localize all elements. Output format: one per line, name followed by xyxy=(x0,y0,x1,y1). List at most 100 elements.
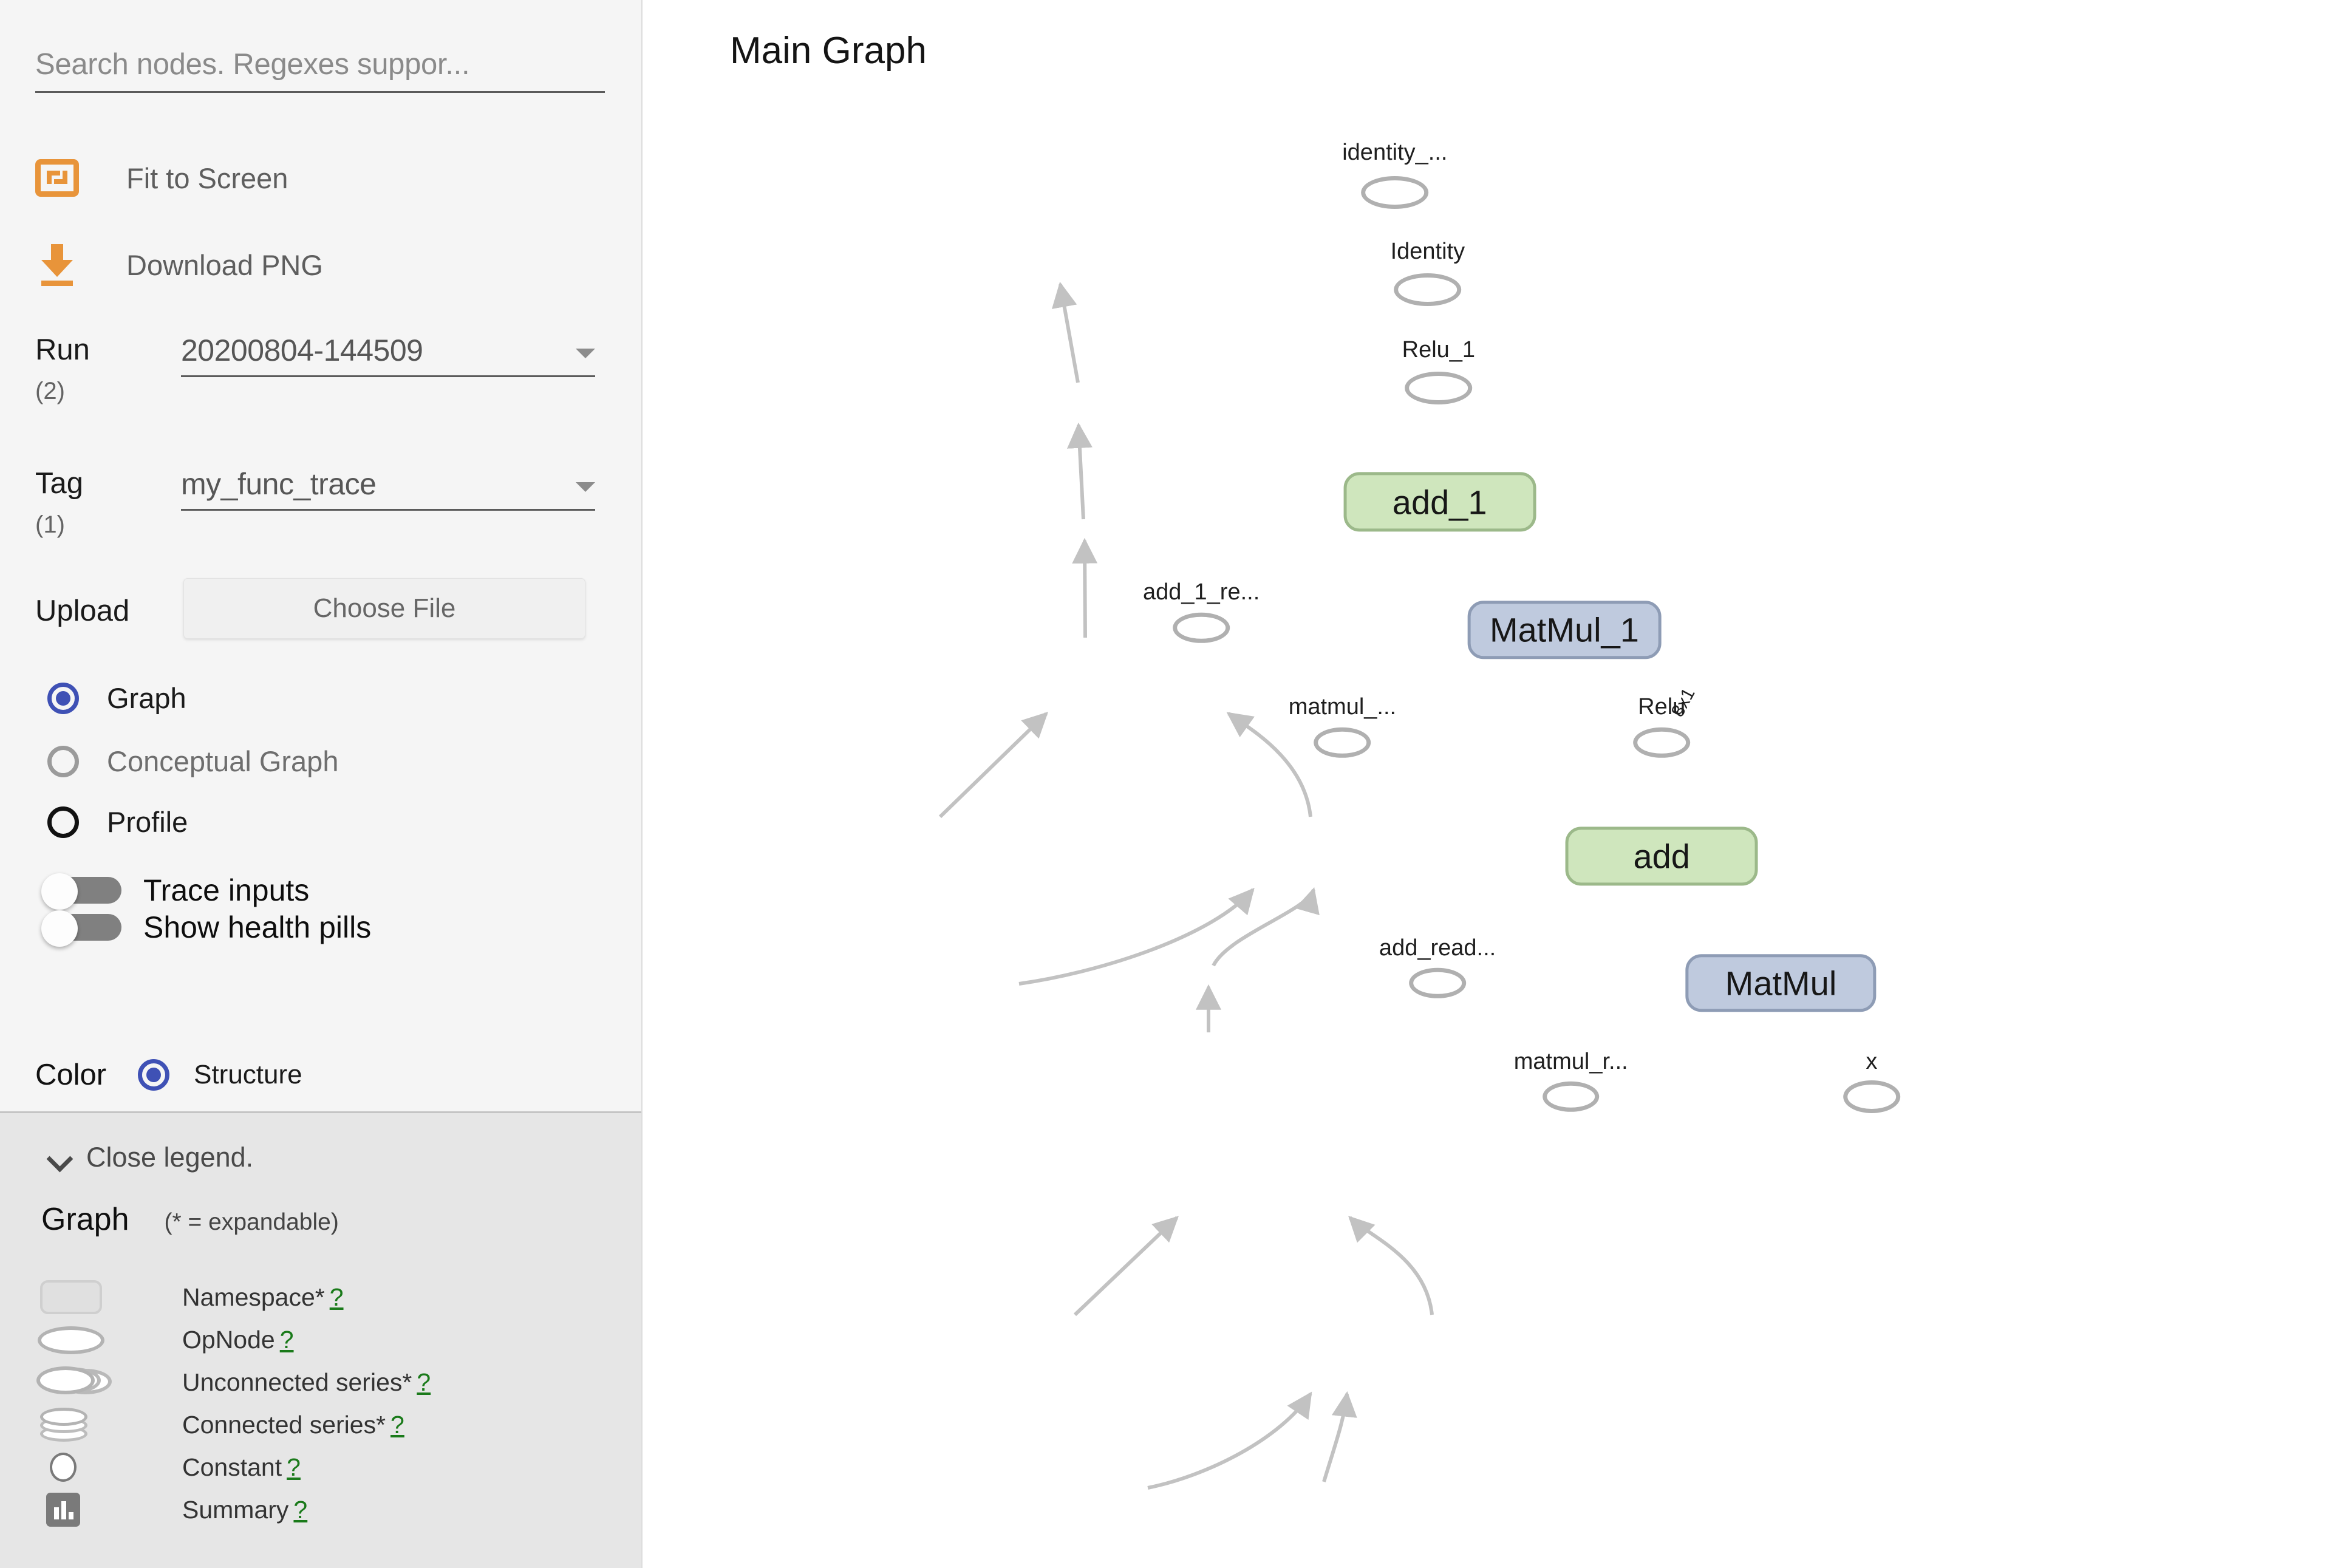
toggle-show-health-pills-label: Show health pills xyxy=(143,910,372,944)
legend-item-connected-series: Connected series*? xyxy=(0,1402,641,1448)
help-icon[interactable]: ? xyxy=(279,1325,294,1354)
toggle-trace-inputs-switch[interactable] xyxy=(41,873,121,910)
node-label-identity: Identity xyxy=(1390,238,1465,264)
unconnected-series-icon xyxy=(32,1359,112,1405)
node-label-identity-out: identity_... xyxy=(1342,140,1448,166)
edge-matmulread-to-matmul xyxy=(1147,1391,1312,1490)
node-identity[interactable] xyxy=(1394,273,1462,307)
radio-profile-indicator xyxy=(47,806,79,838)
run-count: (2) xyxy=(35,378,65,404)
tag-select[interactable]: my_func_trace xyxy=(181,466,595,511)
node-add-1[interactable]: add_1 xyxy=(1343,472,1536,532)
node-x[interactable] xyxy=(1843,1080,1900,1114)
help-icon[interactable]: ? xyxy=(390,1410,404,1439)
sidebar: Fit to Screen Download PNG Run (2) 20200… xyxy=(0,0,643,1568)
close-legend-button[interactable]: Close legend. xyxy=(49,1142,253,1173)
node-matmul-1[interactable]: MatMul_1 xyxy=(1467,601,1662,659)
choose-file-button[interactable]: Choose File xyxy=(183,578,585,639)
search-input[interactable] xyxy=(35,47,605,93)
legend-item-summary: Summary? xyxy=(0,1487,641,1533)
chevron-down-icon xyxy=(576,482,595,492)
color-row: Color Structure xyxy=(35,1058,302,1092)
node-add-1-read[interactable] xyxy=(1173,612,1230,643)
help-icon[interactable]: ? xyxy=(293,1495,308,1524)
fit-to-screen-icon xyxy=(35,159,79,197)
radio-conceptual-graph-indicator xyxy=(47,745,79,777)
edge-identity-to-identity-out xyxy=(1051,281,1080,383)
run-label: Run xyxy=(35,333,90,366)
close-legend-label: Close legend. xyxy=(86,1142,254,1173)
node-matmul-read-1[interactable] xyxy=(1314,727,1371,758)
toggle-show-health-pills[interactable]: Show health pills xyxy=(41,910,372,947)
edge-addread-to-add xyxy=(1073,1216,1179,1317)
node-label-matmul-read: matmul_r... xyxy=(1513,1048,1628,1074)
constant-icon xyxy=(32,1444,111,1490)
chevron-down-icon xyxy=(49,1147,69,1168)
legend-item-opnode: OpNode? xyxy=(0,1317,641,1363)
sidebar-controls: Fit to Screen Download PNG Run (2) 20200… xyxy=(0,0,641,1110)
node-label-add-read: add_read... xyxy=(1379,935,1496,961)
connected-series-icon xyxy=(32,1402,111,1448)
radio-conceptual-graph[interactable]: Conceptual Graph xyxy=(47,745,338,778)
node-relu-1[interactable] xyxy=(1405,372,1473,405)
graph-canvas-area[interactable]: Main Graph ide xyxy=(643,0,2332,1568)
node-matmul-read[interactable] xyxy=(1542,1081,1600,1113)
legend-panel xyxy=(0,1111,641,1568)
chevron-down-icon xyxy=(576,349,595,358)
namespace-icon xyxy=(32,1274,111,1320)
legend-header: Graph (* = expandable) xyxy=(41,1201,339,1238)
download-png-button[interactable]: Download PNG xyxy=(35,243,323,287)
legend-item-namespace: Namespace*? xyxy=(0,1274,641,1320)
legend-label-constant: Constant? xyxy=(182,1453,301,1481)
legend-note: (* = expandable) xyxy=(164,1209,339,1235)
node-matmul[interactable]: MatMul xyxy=(1685,954,1877,1012)
help-icon[interactable]: ? xyxy=(417,1368,431,1396)
page-title: Main Graph xyxy=(730,30,927,72)
radio-profile-label: Profile xyxy=(107,806,188,838)
run-select[interactable]: 20200804-144509 xyxy=(181,333,595,377)
node-label-x: x xyxy=(1866,1048,1878,1074)
radio-graph[interactable]: Graph xyxy=(47,681,186,715)
help-icon[interactable]: ? xyxy=(287,1453,301,1481)
edge-matmulread1-to-matmul1 xyxy=(1018,887,1255,986)
edge-relu1-to-identity xyxy=(1066,422,1093,520)
search-field-wrapper xyxy=(35,47,605,93)
node-label-matmul: MatMul xyxy=(1725,964,1837,1003)
fit-to-screen-button[interactable]: Fit to Screen xyxy=(35,159,288,197)
legend-title: Graph xyxy=(41,1202,129,1237)
node-label-add: add xyxy=(1633,837,1690,876)
edge-matmul-to-add xyxy=(1348,1216,1434,1315)
legend-item-constant: Constant? xyxy=(0,1444,641,1490)
toggle-show-health-pills-switch[interactable] xyxy=(41,910,121,947)
radio-structure-indicator[interactable] xyxy=(138,1059,170,1091)
fit-to-screen-label: Fit to Screen xyxy=(126,162,288,194)
radio-structure-label: Structure xyxy=(194,1060,302,1089)
run-selected-value: 20200804-144509 xyxy=(181,333,423,367)
node-label-add-1-read: add_1_re... xyxy=(1142,579,1260,605)
radio-profile[interactable]: Profile xyxy=(47,805,188,839)
node-relu[interactable] xyxy=(1633,727,1691,758)
node-add[interactable]: add xyxy=(1565,827,1758,886)
tag-label: Tag xyxy=(35,467,84,500)
graph-svg[interactable] xyxy=(643,0,2332,1568)
edge-relu-to-matmul1 xyxy=(1212,887,1320,967)
legend-label-namespace: Namespace*? xyxy=(182,1283,344,1311)
node-label-matmul-read-1: matmul_... xyxy=(1288,694,1397,720)
tag-selected-value: my_func_trace xyxy=(181,467,377,501)
edge-add1read-to-add1 xyxy=(938,712,1049,819)
radio-graph-indicator xyxy=(47,682,79,714)
toggle-trace-inputs[interactable]: Trace inputs xyxy=(41,873,309,910)
node-add-read[interactable] xyxy=(1409,967,1466,998)
summary-icon xyxy=(32,1487,111,1533)
legend-label-unconnected-series: Unconnected series*? xyxy=(182,1368,431,1396)
opnode-icon xyxy=(32,1317,111,1363)
help-icon[interactable]: ? xyxy=(329,1283,344,1311)
download-png-icon xyxy=(35,243,79,287)
color-label: Color xyxy=(35,1058,107,1091)
tag-count: (1) xyxy=(35,511,65,538)
choose-file-label: Choose File xyxy=(313,593,456,623)
node-label-matmul-1: MatMul_1 xyxy=(1489,610,1639,649)
node-label-relu: Relu xyxy=(1638,694,1686,720)
node-identity-out[interactable] xyxy=(1361,176,1429,209)
legend-label-connected-series: Connected series*? xyxy=(182,1410,404,1439)
